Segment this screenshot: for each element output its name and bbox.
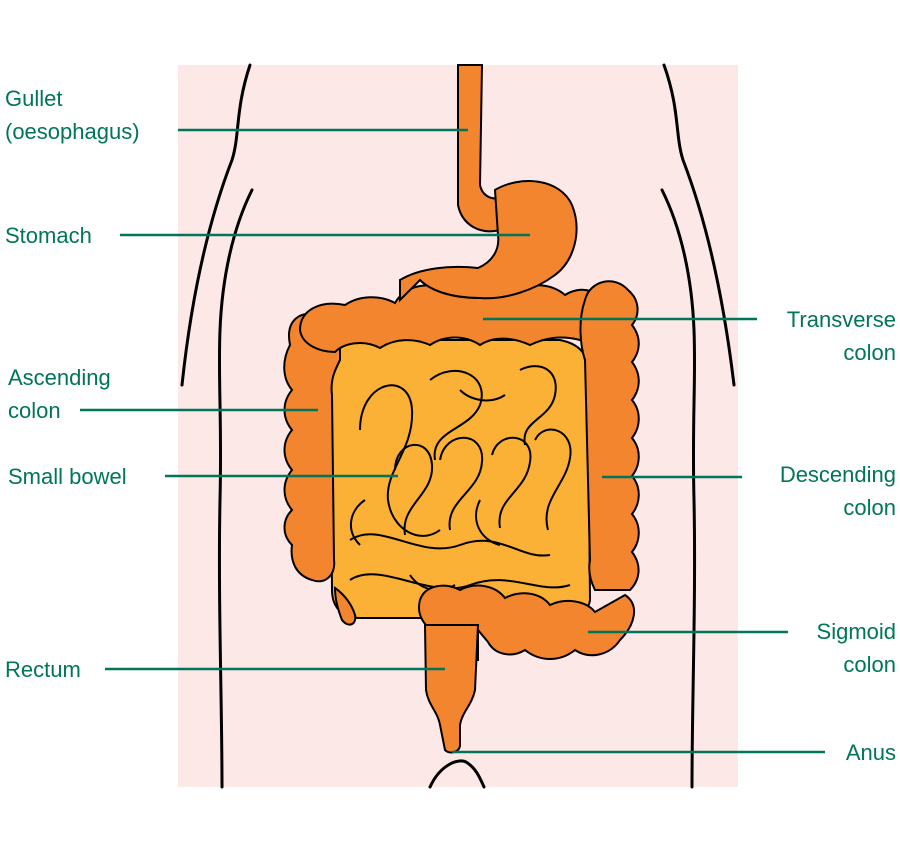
ascending-colon	[283, 312, 341, 583]
small-bowel	[328, 337, 592, 620]
large-bowel	[283, 280, 640, 661]
label-descending-line1: Descending	[780, 462, 896, 487]
gullet-and-stomach	[399, 64, 578, 303]
label-small-bowel: Small bowel	[8, 464, 127, 489]
label-descending-line2: colon	[843, 495, 896, 520]
labels: Gullet (oesophagus) Stomach Ascending co…	[5, 86, 896, 765]
leader-lines	[80, 128, 825, 754]
label-ascending-line2: colon	[8, 398, 61, 423]
label-transverse-line2: colon	[843, 340, 896, 365]
stomach	[399, 180, 578, 303]
label-sigmoid-line1: Sigmoid	[817, 619, 896, 644]
descending-colon	[579, 280, 640, 591]
label-gullet-line2: (oesophagus)	[5, 119, 140, 144]
label-anus: Anus	[846, 740, 896, 765]
label-rectum: Rectum	[5, 657, 81, 682]
label-gullet-line1: Gullet	[5, 86, 62, 111]
label-transverse-line1: Transverse	[787, 307, 896, 332]
label-ascending-line1: Ascending	[8, 365, 111, 390]
label-sigmoid-line2: colon	[843, 652, 896, 677]
appendix	[333, 586, 357, 626]
label-stomach: Stomach	[5, 223, 92, 248]
